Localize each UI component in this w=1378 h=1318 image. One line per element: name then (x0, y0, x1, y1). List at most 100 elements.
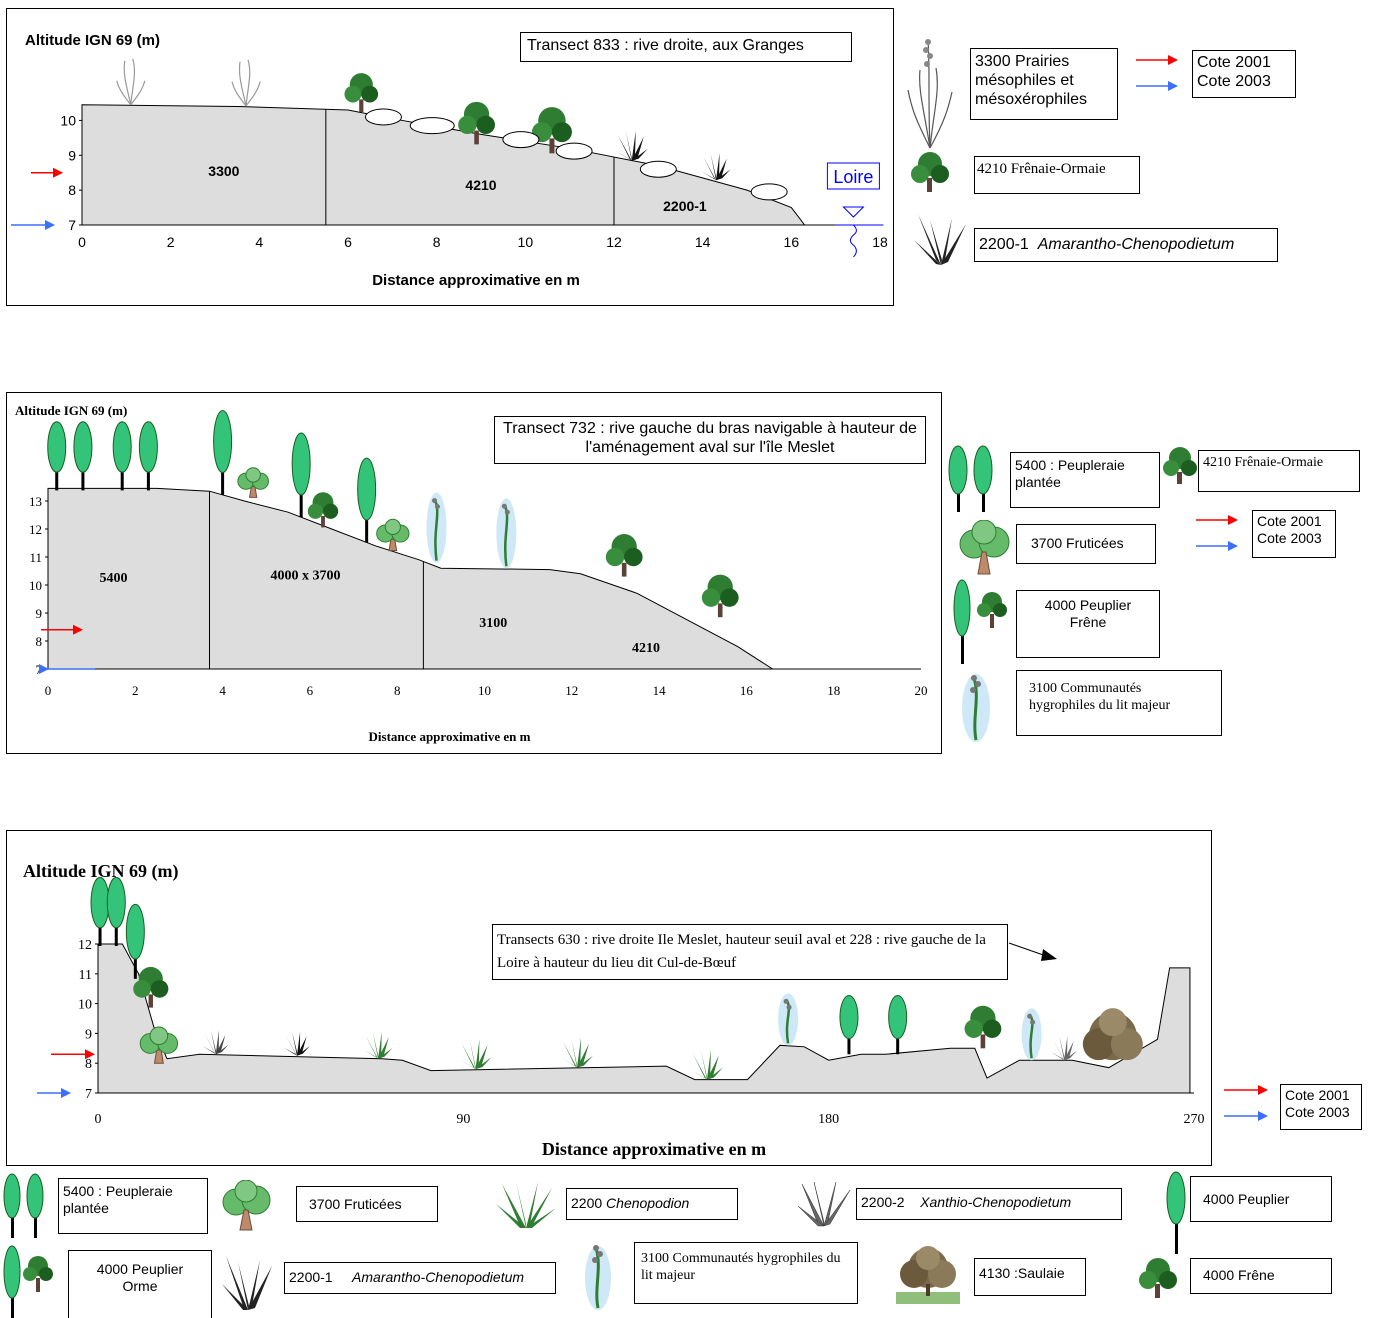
legend-prairies-label: 3300 Prairies mésophiles et mésoxérophil… (970, 48, 1118, 120)
y-tick-label: 11 (29, 550, 42, 565)
cote-2003-arrow (37, 1088, 71, 1098)
legend3-chenopodion-name: Chenopodion (606, 1195, 690, 1211)
poplar-ash-icon (953, 579, 1007, 664)
cote-2003-arrow (39, 664, 95, 674)
poplar-icon (357, 457, 377, 543)
legend3-xanthio-name: Xanthio-Chenopodietum (920, 1194, 1072, 1210)
ash-tree-icon (1139, 1258, 1177, 1298)
zone-label-2: 2200-1 (663, 198, 707, 214)
cote-2003-label: Cote 2003 (1285, 1103, 1350, 1120)
cote-2001-arrow (41, 624, 83, 635)
poplar-icon (90, 876, 110, 946)
shrub-icon (237, 467, 269, 498)
cote-2003-label: Cote 2003 (1257, 529, 1322, 546)
tree-icon (133, 966, 169, 1008)
legend-fruticees-label: 3700 Fruticées (1016, 524, 1156, 564)
hygrophile-plant-icon (426, 492, 447, 563)
x-tick-label: 16 (740, 683, 754, 698)
x-axis-label: Distance approximative en m (542, 1139, 766, 1159)
x-tick-label: 8 (394, 683, 401, 698)
cote-arrows-legend-2 (1196, 515, 1238, 551)
legend-amaranth-label: 2200-1 Amarantho-Chenopodietum (974, 228, 1278, 262)
y-tick-label: 12 (78, 938, 92, 953)
grass-icon (116, 58, 146, 106)
x-tick-label: 2 (167, 234, 175, 250)
legend3-peuplier-orme-line2: Orme (122, 1277, 158, 1294)
y-tick-label: 10 (60, 112, 76, 128)
amaranth-plant-icon (701, 153, 731, 181)
chart1-title: Transect 833 : rive droite, aux Granges (520, 32, 852, 62)
y-tick-label: 13 (29, 494, 42, 509)
legend-amaranth-code: 2200-1 (979, 236, 1029, 253)
shrub-icon (222, 1180, 271, 1231)
x-tick-label: 14 (653, 683, 667, 698)
x-axis-label: Distance approximative en m (372, 272, 580, 289)
poplar-icon (291, 432, 311, 518)
grass-icon (231, 59, 261, 107)
poplar-icon (888, 994, 908, 1055)
tree-icon (1163, 447, 1197, 484)
xanthio-plant-icon (797, 1181, 851, 1227)
legend3-fruticees-label: 3700 Fruticées (296, 1186, 438, 1222)
poplar-pair-icon (948, 445, 993, 512)
legend-frenaie-label: 4210 Frênaie-Ormaie (974, 156, 1140, 194)
cote-legend-box-2: Cote 2001 Cote 2003 (1252, 510, 1336, 558)
chenopodion-plant-icon (690, 1049, 723, 1080)
chenopodion-plant-icon (363, 1031, 393, 1059)
rock-block (364, 108, 402, 126)
chart3-title: Transects 630 : rive droite Ile Meslet, … (492, 924, 1008, 980)
tree-icon (605, 534, 643, 577)
willow-icon (1082, 1008, 1143, 1061)
y-tick-label: 7 (85, 1087, 92, 1102)
x-tick-label: 2 (132, 683, 139, 698)
chenopodion-plant-icon (459, 1039, 492, 1070)
legend3-hygro-label: 3100 Communautés hygrophiles du lit maje… (634, 1242, 858, 1304)
cote-arrows-legend-1 (1136, 55, 1178, 91)
legend-amaranth-name: Amarantho-Chenopodietum (1037, 236, 1235, 253)
x-tick-label: 0 (95, 1112, 102, 1127)
x-tick-label: 270 (1184, 1112, 1205, 1127)
x-tick-label: 8 (433, 234, 441, 250)
poplar-pair-icon (3, 1173, 44, 1238)
zone-label-1: 4210 (465, 177, 496, 193)
cote-2001-label: Cote 2001 (1197, 54, 1271, 71)
zone-label-0: 5400 (99, 571, 127, 586)
legend3-peuplier-orme-label: 4000 Peuplier Orme (68, 1250, 212, 1318)
tree-icon (911, 152, 949, 192)
poplar-icon (73, 421, 93, 491)
legend-peuplier-frene-line2: Frêne (1069, 613, 1107, 630)
amaranth-plant-icon (615, 130, 648, 161)
legend-frenaie-label-2: 4210 Frênaie-Ormaie (1198, 450, 1360, 492)
tree-icon (307, 492, 339, 528)
willow-icon (896, 1246, 960, 1304)
y-tick-label: 8 (85, 1057, 92, 1072)
poplar-icon (47, 421, 67, 491)
x-tick-label: 10 (518, 234, 534, 250)
poplar-icon (106, 876, 126, 946)
x-tick-label: 18 (872, 234, 888, 250)
y-tick-label: 7 (68, 217, 76, 233)
tree-icon (344, 73, 379, 112)
cote-2001-label: Cote 2001 (1257, 513, 1322, 529)
cote-arrows-legend-3 (1224, 1085, 1268, 1121)
legend-peuplier-frene-line1: 4000 Peuplier (1044, 597, 1132, 613)
water-wave-icon (849, 224, 857, 258)
xanthio-plant-icon (202, 1030, 229, 1055)
x-tick-label: 0 (45, 683, 52, 698)
y-tick-label: 10 (29, 578, 42, 593)
loire-label: Loire (833, 167, 873, 187)
poplar-icon (839, 994, 859, 1055)
legend3-chenopodion-code: 2200 (571, 1195, 603, 1211)
tree-icon (458, 101, 495, 145)
cote-2001-arrow (51, 1049, 95, 1060)
tree-icon (701, 574, 739, 618)
legend3-frene-label: 4000 Frêne (1190, 1258, 1332, 1294)
legend-peupleraie-label: 5400 : Peupleraie plantée (1010, 452, 1160, 508)
shrub-icon (139, 1026, 179, 1064)
amaranth-plant-icon (914, 214, 966, 265)
x-tick-label: 20 (915, 683, 928, 698)
cote-2001-label: Cote 2001 (1285, 1087, 1350, 1103)
